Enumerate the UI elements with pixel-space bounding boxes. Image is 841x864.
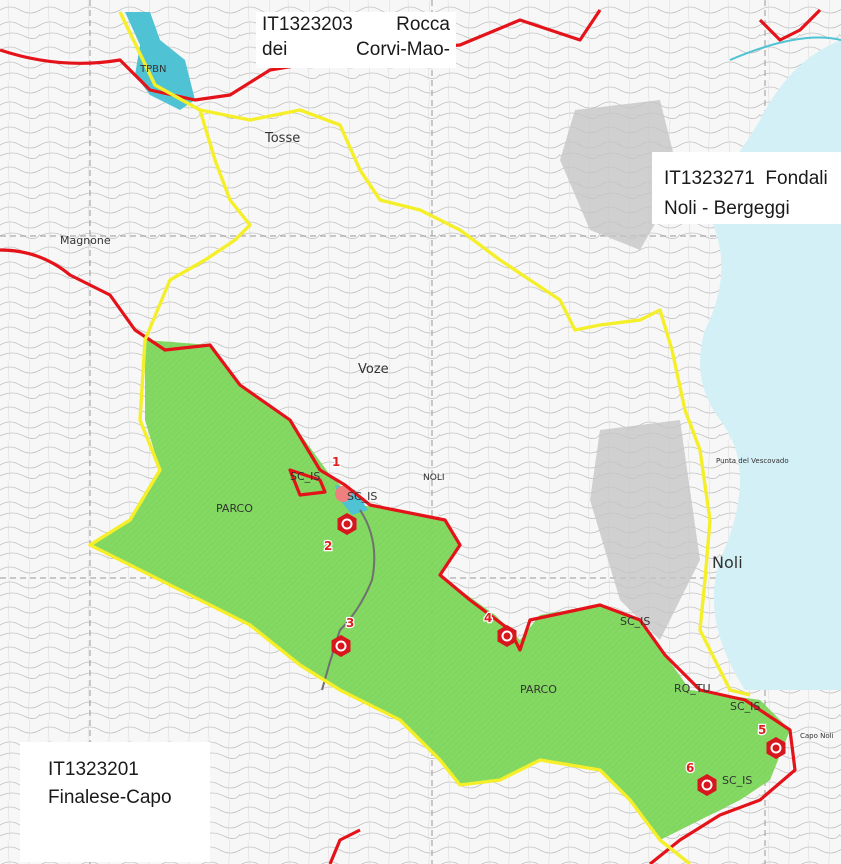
site-marker-number: 3 xyxy=(346,616,354,630)
site-marker-number: 6 xyxy=(686,761,694,775)
park-texture xyxy=(90,340,790,840)
sw-line1: IT1323201 xyxy=(48,759,139,780)
site-marker-number: 4 xyxy=(484,611,492,625)
site-marker-number: 1 xyxy=(332,455,340,469)
stream-line xyxy=(321,509,376,691)
site-marker-ring xyxy=(335,640,347,652)
yellow-boundaries xyxy=(88,11,751,864)
site-marker-icon[interactable] xyxy=(337,513,357,535)
sw-line2: Finalese-Capo xyxy=(48,787,172,808)
site-marker-icon[interactable] xyxy=(497,625,517,647)
site-marker-icon[interactable] xyxy=(331,635,351,657)
site-marker-number: 5 xyxy=(758,723,766,737)
site-marker-icon[interactable] xyxy=(766,737,786,759)
site-markers: 1 2 3 4 5 6 xyxy=(323,454,786,796)
coastline-north xyxy=(729,36,841,61)
east-line1: IT1323271 Fondali xyxy=(664,168,828,189)
north-word: Rocca xyxy=(396,14,450,35)
wetland-marker xyxy=(335,486,351,502)
site-label-north: IT1323203 Rocca dei Corvi-Mao- xyxy=(256,12,456,68)
north-code: IT1323203 xyxy=(262,14,353,35)
north-line2-b: Corvi-Mao- xyxy=(356,39,450,60)
site-label-east: IT1323271 Fondali Noli - Bergeggi xyxy=(652,152,841,224)
site-marker-icon[interactable] xyxy=(697,774,717,796)
site-marker-ring xyxy=(501,630,513,642)
site-marker-ring xyxy=(701,779,713,791)
urban-areas xyxy=(560,100,700,640)
east-line2: Noli - Bergeggi xyxy=(664,198,790,219)
north-line2-a: dei xyxy=(262,39,288,60)
tpbn-area[interactable] xyxy=(125,12,195,110)
site-marker-number: 2 xyxy=(324,539,332,553)
site-marker-ring xyxy=(341,518,353,530)
site-marker-ring xyxy=(770,742,782,754)
site-label-southwest: IT1323201 Finalese-Capo xyxy=(20,742,210,862)
